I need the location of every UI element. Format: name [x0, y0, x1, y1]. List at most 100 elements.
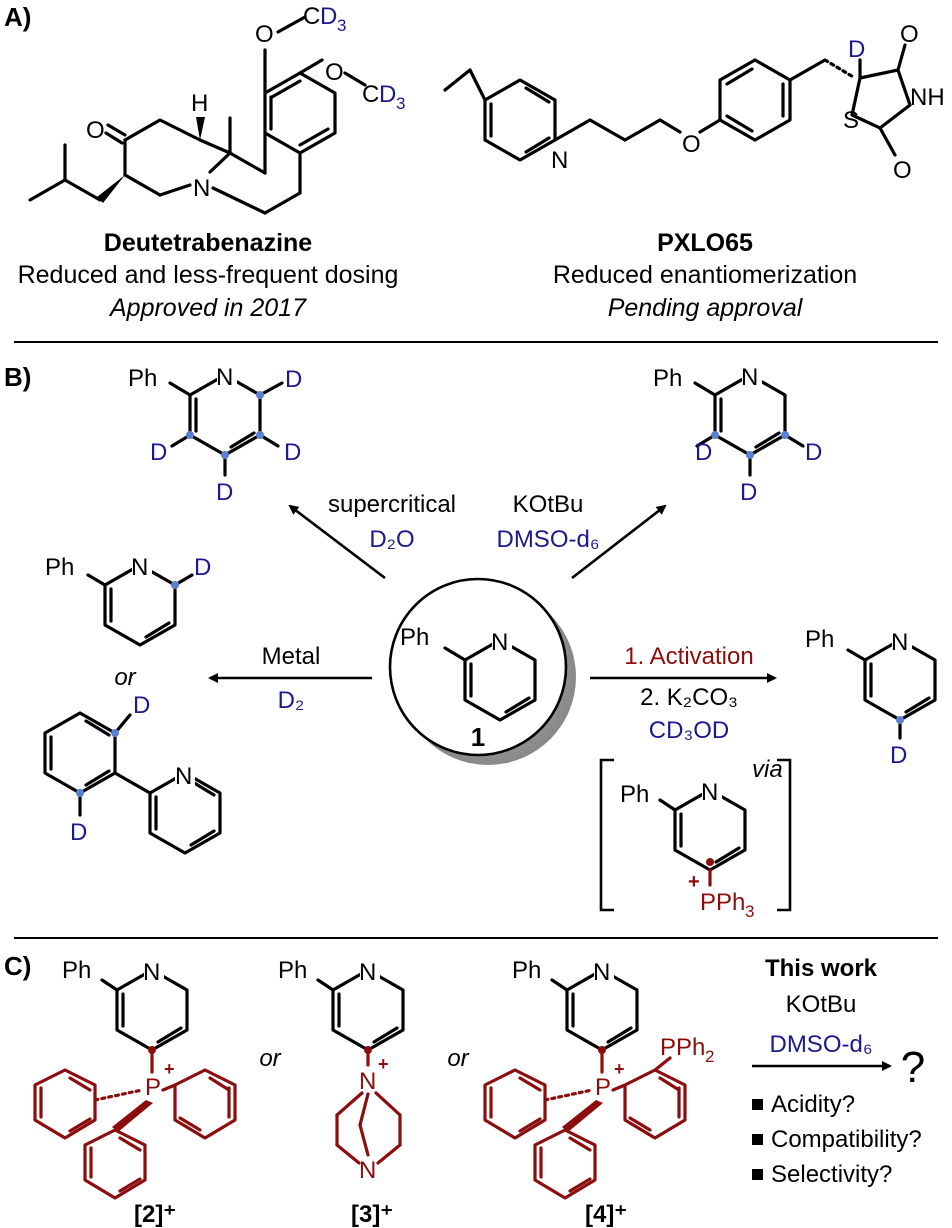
pxlo65-name: PXLO65	[657, 229, 753, 257]
svg-text:D: D	[285, 366, 302, 393]
svg-text:Ph: Ph	[620, 781, 649, 808]
svg-text:+: +	[688, 871, 700, 893]
svg-text:N: N	[193, 175, 210, 202]
via-text: via	[752, 756, 783, 783]
svg-text:D: D	[805, 439, 822, 466]
pxlo65-structure: N O D NH S O O	[443, 21, 945, 184]
svg-text:Ph: Ph	[653, 365, 682, 392]
product-supercritical: Ph N D D D D	[128, 360, 302, 506]
or-text-c2: or	[447, 1045, 469, 1072]
svg-text:D: D	[284, 439, 301, 466]
svg-text:D: D	[695, 439, 712, 466]
svg-text:3: 3	[337, 16, 346, 35]
or-text-b: or	[114, 664, 136, 691]
svg-text:O: O	[325, 59, 344, 86]
svg-text:D: D	[848, 36, 865, 63]
bullet-square	[752, 1169, 763, 1180]
svg-text:N: N	[175, 763, 192, 790]
svg-text:H: H	[191, 90, 208, 117]
this-work-solvent: DMSO-d₆	[769, 1031, 872, 1058]
bullet-acidity: Acidity?	[771, 1091, 855, 1118]
bullet-selectivity: Selectivity?	[771, 1161, 892, 1188]
svg-text:N: N	[359, 1157, 376, 1184]
svg-text:D: D	[740, 479, 757, 506]
svg-text:N: N	[131, 554, 148, 581]
svg-text:N: N	[741, 364, 758, 391]
bullet-compatibility: Compatibility?	[771, 1126, 922, 1153]
product-kotbu: Ph N D D D	[653, 360, 822, 506]
svg-text:Ph: Ph	[62, 957, 91, 984]
svg-text:3: 3	[745, 902, 754, 921]
svg-text:N: N	[701, 779, 718, 806]
pxlo65-desc: Reduced enantiomerization	[553, 261, 857, 289]
section-c-label: C)	[4, 951, 31, 981]
product-c4-deuterio: Ph N D	[805, 625, 937, 769]
bullet-square	[752, 1134, 763, 1145]
product-metal-ortho-n: Ph N D	[45, 550, 211, 647]
cond-cd3od: CD₃OD	[649, 717, 729, 744]
this-work-reagent: KOtBu	[786, 991, 857, 1018]
svg-text:D: D	[379, 81, 396, 108]
svg-text:D: D	[150, 439, 167, 466]
compound-2-phosphonium: Ph N P +	[33, 955, 237, 1200]
compound-3-label: [3]⁺	[351, 1201, 393, 1228]
bullet-square	[752, 1099, 763, 1110]
deutetrabenazine-name: Deutetrabenazine	[104, 229, 312, 257]
svg-text:D: D	[890, 742, 907, 769]
compound-4-label: [4]⁺	[585, 1201, 627, 1228]
cond-d2: D₂	[278, 687, 305, 714]
svg-text:O: O	[900, 21, 919, 48]
svg-text:+: +	[378, 1054, 389, 1074]
cond-d2o: D₂O	[369, 526, 414, 553]
svg-text:Ph: Ph	[278, 957, 307, 984]
svg-text:C: C	[362, 81, 379, 108]
svg-text:NH: NH	[910, 84, 945, 111]
product-metal-ortho-ph: D D N	[43, 692, 222, 855]
deutetrabenazine-desc: Reduced and less-frequent dosing	[18, 261, 399, 289]
svg-text:+: +	[614, 1059, 625, 1079]
phosphonium-intermediate: Ph N + PPh 3	[599, 758, 792, 921]
svg-text:O: O	[255, 21, 274, 48]
this-work-title: This work	[765, 955, 878, 982]
svg-text:N: N	[359, 959, 376, 986]
svg-text:O: O	[682, 131, 701, 158]
svg-text:PPh: PPh	[660, 1034, 705, 1061]
svg-text:O: O	[893, 157, 912, 184]
svg-text:P: P	[595, 1074, 611, 1101]
svg-text:Ph: Ph	[400, 624, 429, 651]
section-b-label: B)	[4, 362, 31, 392]
svg-text:Ph: Ph	[805, 626, 834, 653]
compound-4-phosphonium: Ph N P + PPh 2	[483, 955, 714, 1200]
svg-text:N: N	[491, 629, 508, 656]
svg-text:3: 3	[396, 94, 405, 113]
question-mark: ?	[901, 1043, 925, 1092]
cond-metal: Metal	[262, 643, 321, 670]
svg-text:Ph: Ph	[45, 554, 74, 581]
pxlo65-status: Pending approval	[608, 294, 804, 322]
svg-text:+: +	[164, 1059, 175, 1079]
cond-kotbu: KOtBu	[513, 491, 584, 518]
svg-text:D: D	[194, 554, 211, 581]
svg-text:N: N	[359, 1068, 376, 1095]
svg-text:N: N	[143, 959, 160, 986]
svg-text:PPh: PPh	[700, 889, 745, 916]
compound-3-dabco: Ph N N + N	[278, 955, 405, 1184]
svg-text:S: S	[843, 107, 859, 134]
svg-text:N: N	[216, 364, 233, 391]
svg-text:Ph: Ph	[512, 957, 541, 984]
compound-1-number: 1	[471, 722, 485, 752]
svg-text:2: 2	[705, 1047, 714, 1066]
svg-text:Ph: Ph	[128, 365, 157, 392]
deutetrabenazine-status: Approved in 2017	[108, 294, 307, 322]
svg-text:D: D	[320, 3, 337, 30]
compound-2-label: [2]⁺	[134, 1201, 176, 1228]
svg-text:D: D	[216, 479, 233, 506]
compound-1: Ph N 1	[388, 577, 576, 765]
cond-k2co3: 2. K₂CO₃	[640, 684, 738, 711]
svg-text:N: N	[551, 147, 568, 174]
svg-text:O: O	[86, 117, 105, 144]
svg-text:D: D	[133, 692, 150, 719]
cond-activation: 1. Activation	[624, 643, 753, 670]
